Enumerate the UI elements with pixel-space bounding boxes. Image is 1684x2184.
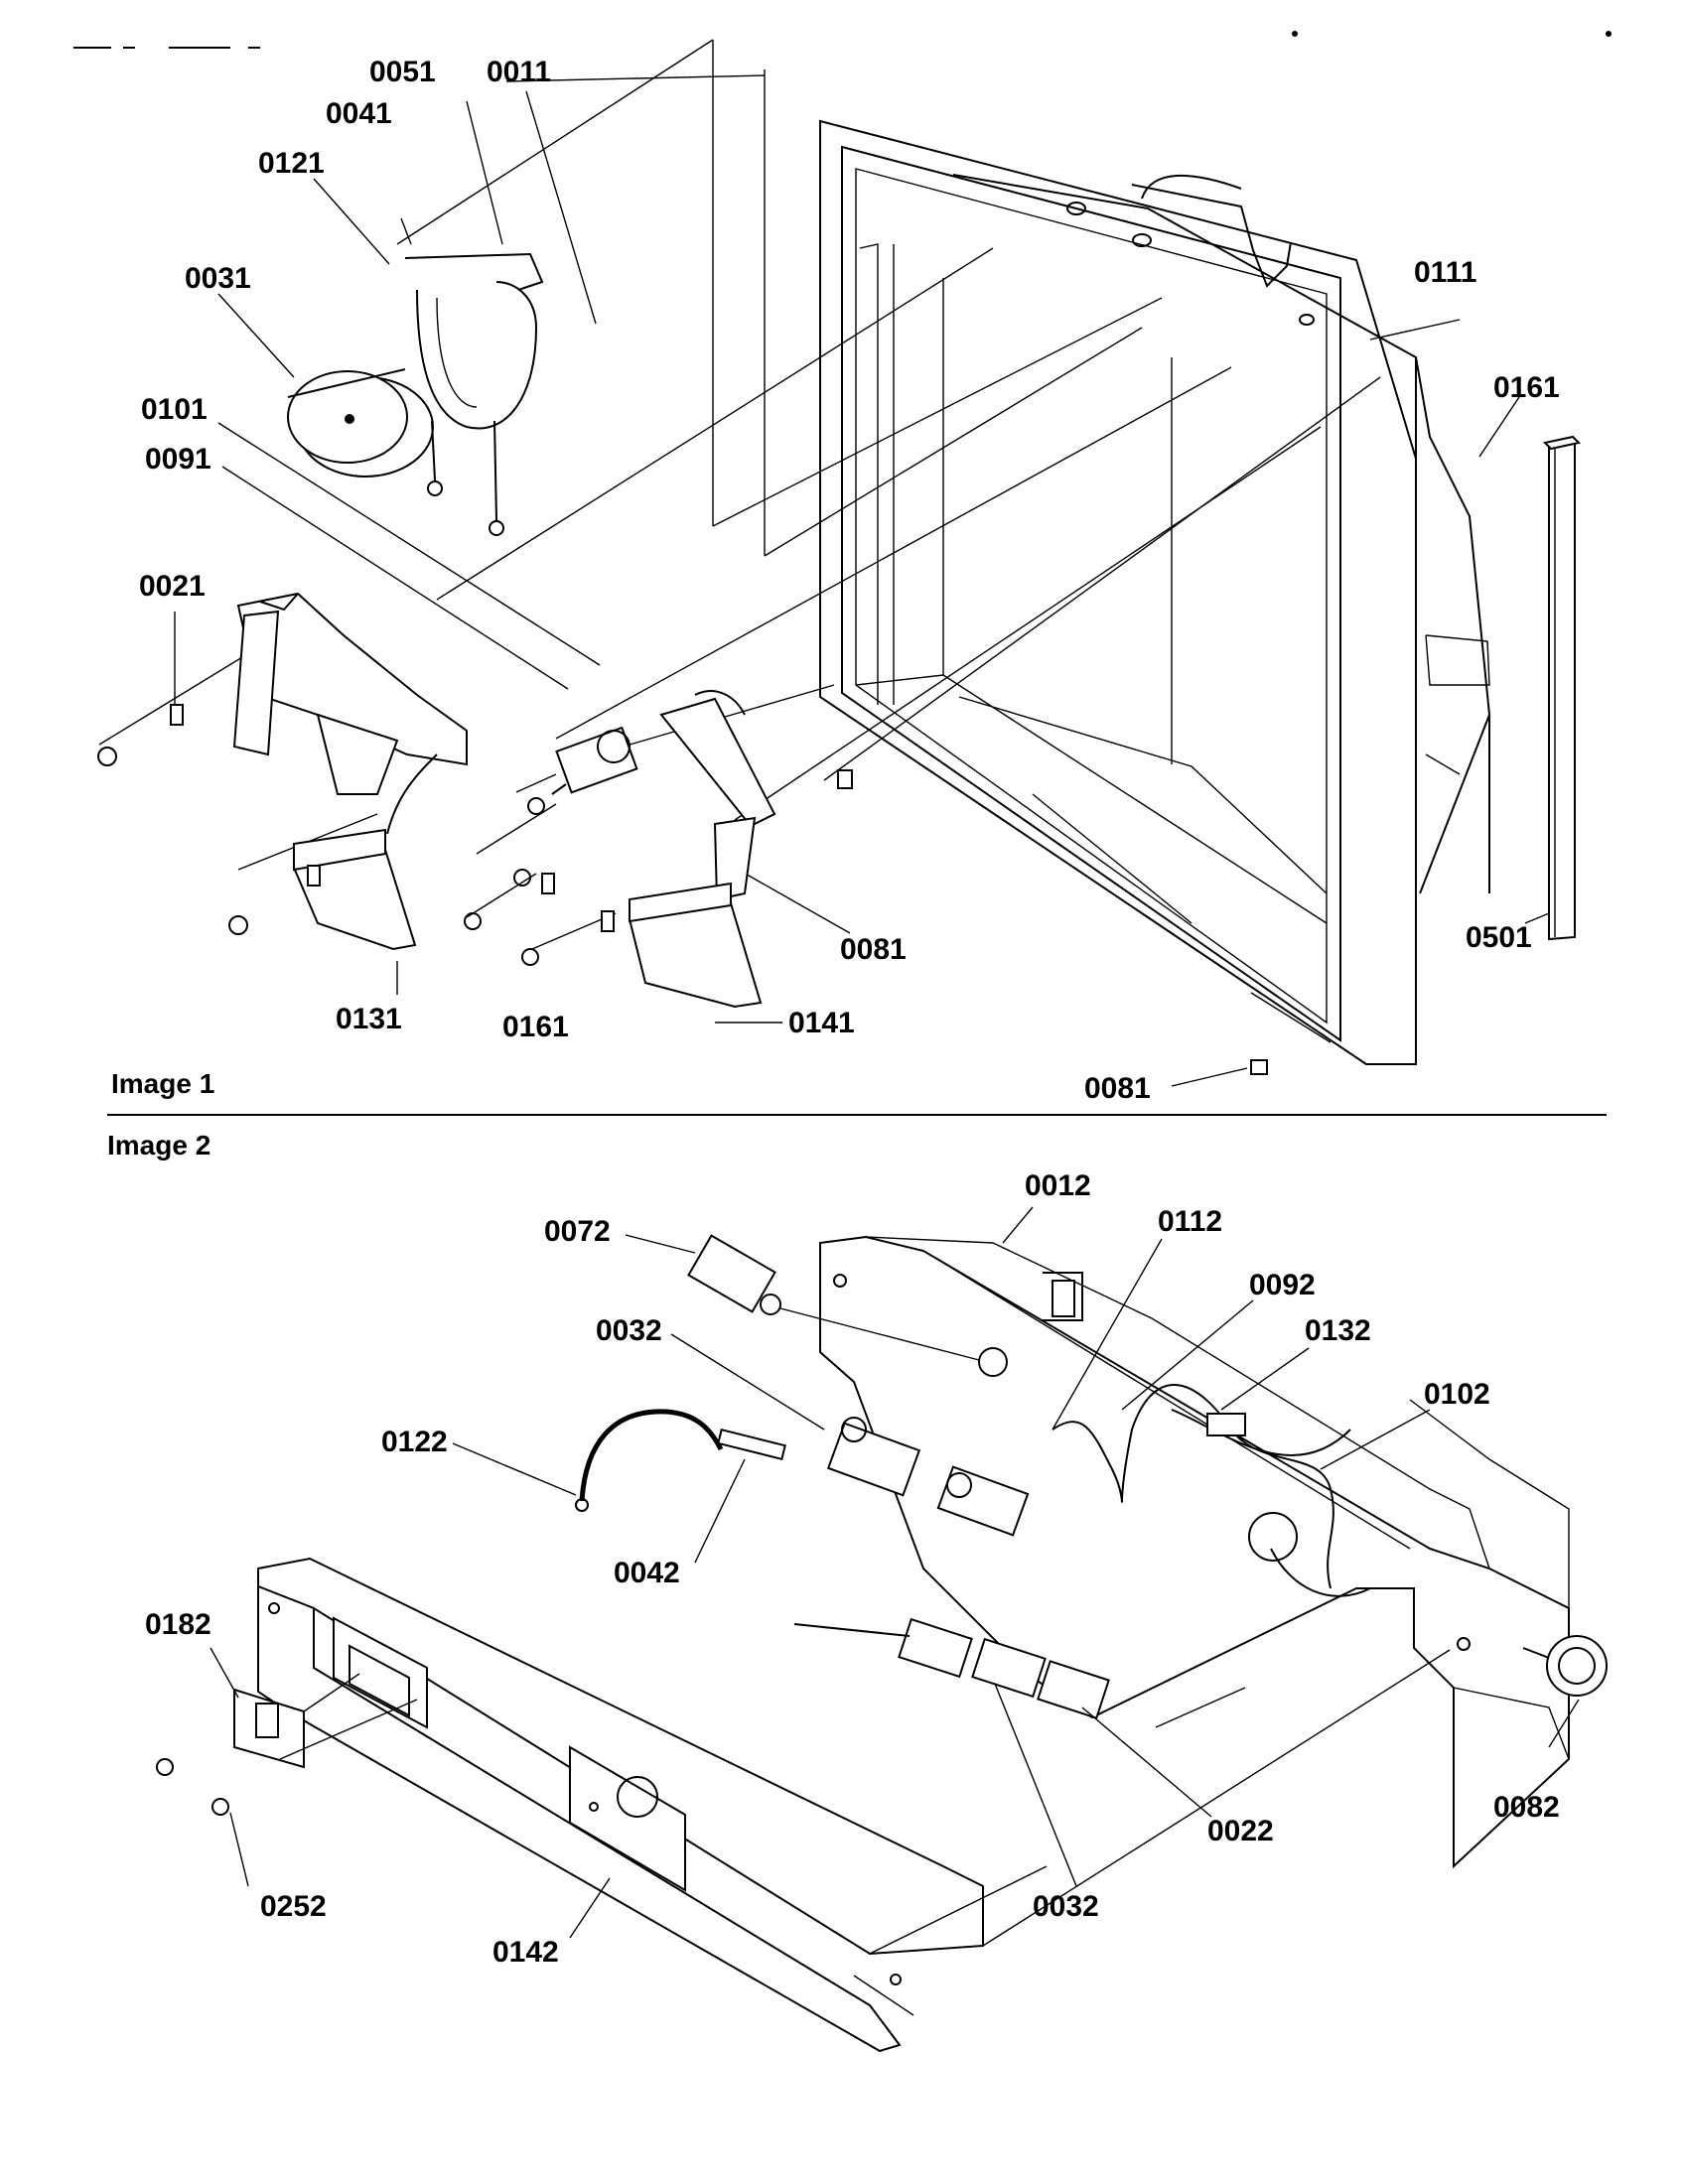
label-0051: 0051 [369,56,436,88]
label-0091: 0091 [145,443,211,476]
label-0072: 0072 [544,1215,611,1248]
label-0132: 0132 [1305,1314,1371,1347]
label-0112: 0112 [1158,1205,1223,1238]
label-0042: 0042 [614,1557,680,1589]
label-0081-mid: 0081 [840,933,907,966]
switch-0182 [156,1673,418,1816]
label-0022: 0022 [1207,1815,1274,1847]
label-0082: 0082 [1493,1791,1560,1824]
label-0021: 0021 [139,570,206,603]
control-housing [819,1235,1570,1869]
label-0101: 0101 [141,393,208,426]
label-0161-bottom: 0161 [502,1011,569,1043]
label-0032-top: 0032 [596,1314,662,1347]
label-0121: 0121 [258,147,325,180]
label-0011: 0011 [487,56,552,88]
label-0102: 0102 [1424,1378,1490,1411]
label-0142: 0142 [492,1936,559,1969]
switch-0091 [551,726,638,795]
top-edge-marks [73,31,1612,49]
label-0092: 0092 [1249,1269,1316,1301]
label-0111: 0111 [1414,256,1477,289]
wire-0122 [575,1409,786,1512]
label-0182: 0182 [145,1608,211,1641]
right-dispenser-arm [628,690,853,1009]
left-dispenser-arm [232,592,468,951]
section-divider [107,1114,1607,1116]
label-0012: 0012 [1025,1169,1091,1202]
wire-harness [1052,1384,1371,1597]
trim-strip [1542,435,1582,941]
image2-caption: Image 2 [107,1130,211,1160]
fan-motor [287,368,434,478]
lamp-socket-0082 [1522,1635,1608,1697]
label-0032-bottom: 0032 [1033,1890,1099,1923]
label-0031: 0031 [185,262,251,295]
label-0041: 0041 [326,97,392,130]
switch-0032-top [826,1417,921,1497]
switch-0112 [936,1465,1030,1537]
label-0081-bottom: 0081 [1084,1072,1151,1105]
label-0141: 0141 [788,1007,855,1039]
front-panel [257,1557,1451,2053]
leader-lines-image2 [210,1206,1580,1939]
label-0131: 0131 [336,1003,402,1035]
label-0161-right: 0161 [1493,371,1560,404]
switch-0032-bottom [793,1617,1110,1719]
image1-caption: Image 1 [111,1068,215,1099]
liner-frame [819,119,1491,1065]
label-0252: 0252 [260,1890,327,1923]
fan-bracket [404,252,544,536]
screws-image1 [97,704,1268,1075]
label-0122: 0122 [381,1426,448,1458]
label-0501: 0501 [1466,921,1532,954]
switch-0072 [687,1234,980,1361]
